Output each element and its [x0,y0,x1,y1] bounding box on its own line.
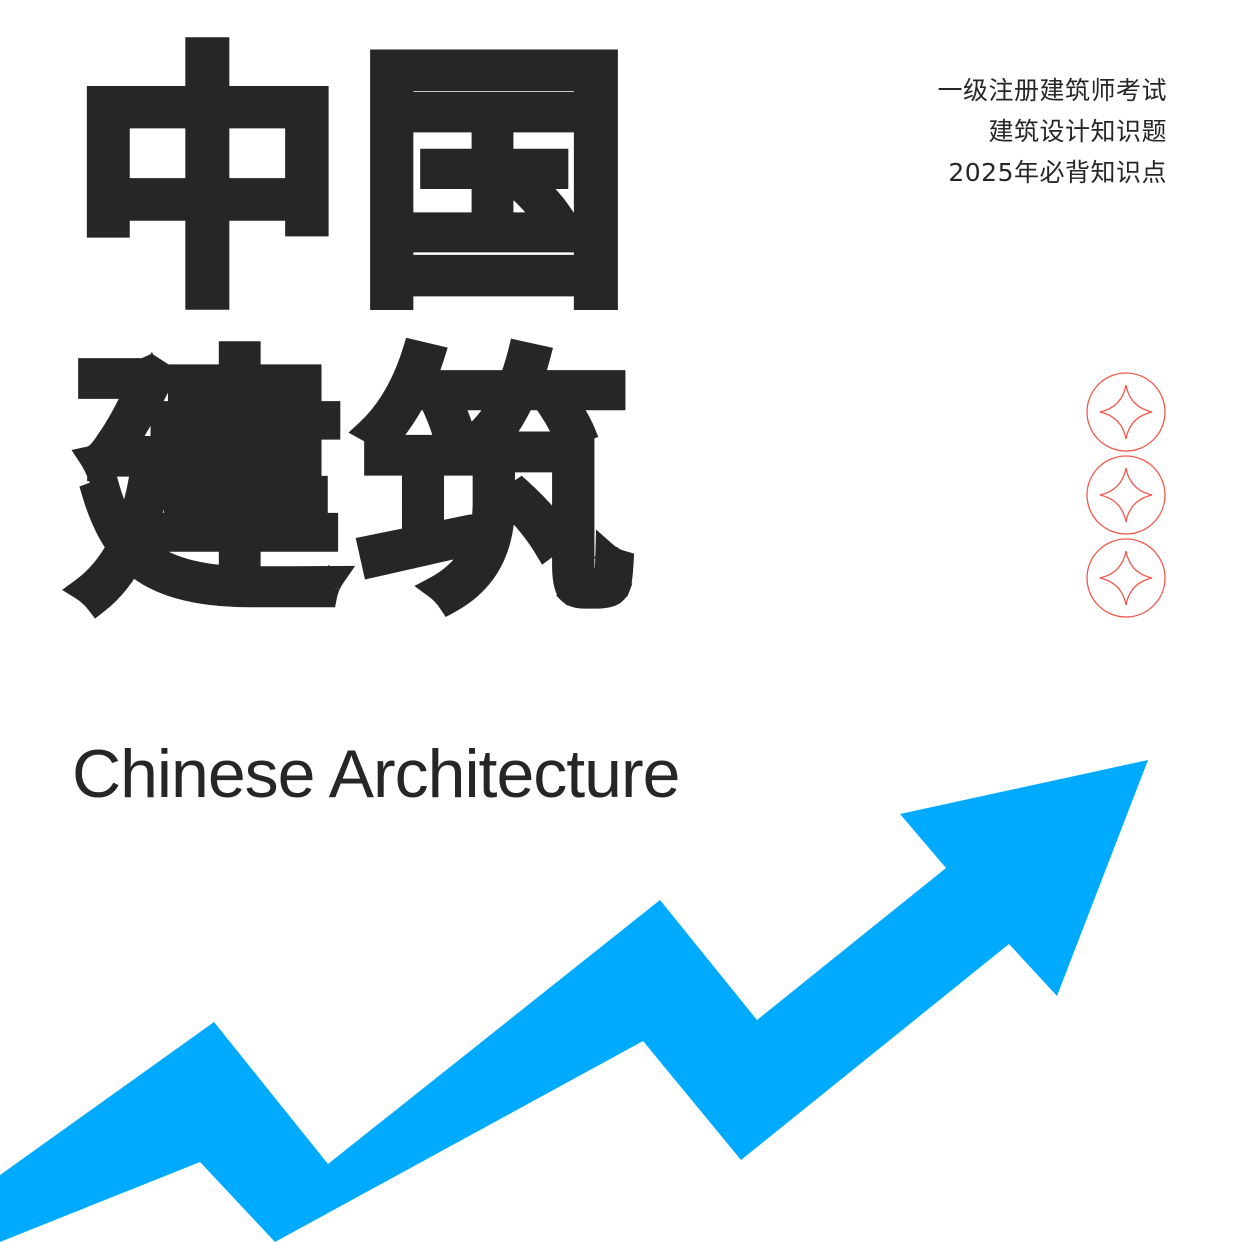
diamond-in-circle-icon [1086,538,1166,618]
exam-info-line-2: 建筑设计知识题 [988,117,1167,146]
title-char-zhong: 中 [65,26,351,342]
exam-info-line-3: 2025年必背知识点 [948,158,1167,187]
diamond-in-circle-icon [1086,455,1166,535]
exam-info-line-1: 一级注册建筑师考试 [937,76,1167,105]
diamond-in-circle-icon [1086,372,1166,452]
subtitle-english: Chinese Architecture [72,736,680,812]
ornament-column [1086,372,1166,618]
title-char-guo: 国 [351,26,637,342]
exam-info-block: 一级注册建筑师考试 建筑设计知识题 2025年必背知识点 [937,70,1167,193]
title-char-jian: 建 [65,330,351,646]
title-char-zhu: 筑 [351,330,637,646]
